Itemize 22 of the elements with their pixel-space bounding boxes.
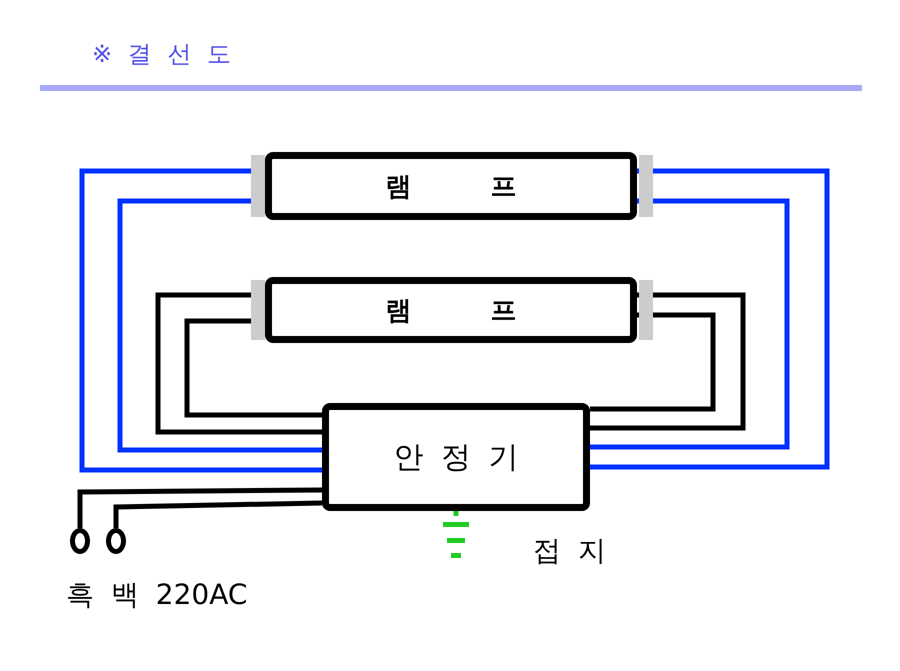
wire	[114, 500, 322, 528]
terminal	[106, 528, 126, 554]
diagram-title: ※ 결 선 도	[92, 39, 232, 70]
wire	[118, 198, 322, 452]
lamp-tube	[265, 152, 637, 220]
wire	[156, 292, 322, 434]
wire	[590, 292, 746, 430]
ballast-label: 안 정 기	[393, 438, 519, 476]
lamp-label: 램 프	[385, 170, 517, 204]
wire	[78, 488, 322, 528]
voltage-label: 흑 백 220AC	[66, 577, 248, 613]
wire	[80, 168, 322, 472]
wire	[590, 312, 716, 412]
wire	[454, 511, 458, 516]
terminal	[70, 528, 90, 554]
ballast-box	[322, 403, 590, 511]
wire	[590, 198, 790, 450]
lamp-label: 램 프	[385, 294, 517, 328]
lamp-tube	[265, 277, 637, 343]
ground-label: 접 지	[533, 533, 606, 569]
wire	[184, 318, 322, 418]
wire	[590, 168, 830, 470]
